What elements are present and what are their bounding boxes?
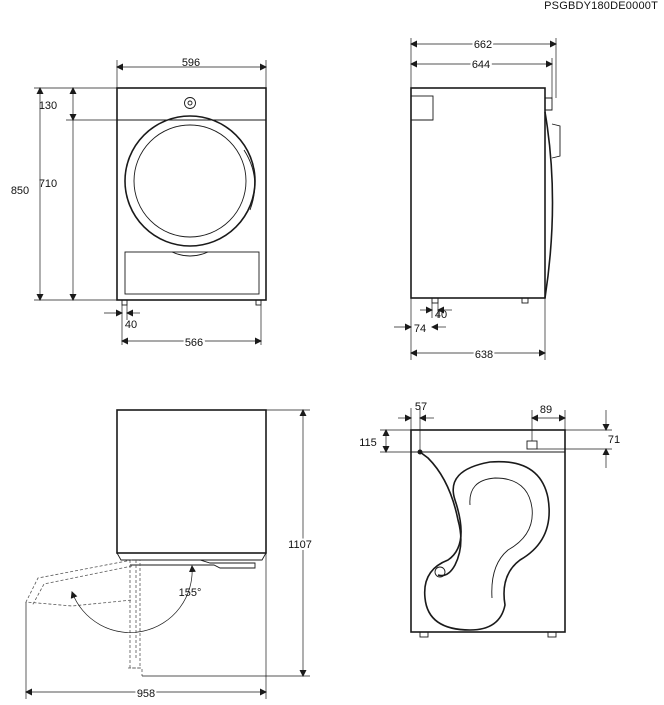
front-drawer	[124, 251, 260, 295]
front-view: 596 850 130 710 40 566	[11, 57, 267, 351]
dim-rear-foot: 74	[414, 323, 426, 335]
dim-body-height: 710	[39, 178, 57, 190]
dim-foot-span: 566	[185, 337, 203, 349]
water-outlet-icon	[526, 440, 538, 450]
dim-front-width: 596	[182, 57, 200, 69]
front-cabinet	[116, 87, 267, 301]
side-view: 662 644 40 74 638	[394, 37, 561, 363]
side-cabinet	[410, 87, 546, 299]
dim-hose-y: 115	[359, 437, 377, 449]
dim-front-height: 850	[11, 185, 29, 197]
rear-view: 57 115 89 71	[359, 401, 620, 638]
document-code: PSGBDY180DE0000T	[544, 0, 658, 12]
dim-outlet-x: 89	[540, 404, 552, 416]
dim-depth-base: 638	[475, 349, 493, 361]
dim-depth-total: 662	[474, 39, 492, 51]
door-glass	[133, 124, 247, 238]
door-ring	[124, 115, 256, 247]
dim-width-with-door: 958	[137, 688, 155, 700]
drain-hose	[419, 451, 462, 577]
dim-hose-x: 57	[415, 401, 427, 413]
dim-door-angle: 155°	[179, 587, 202, 599]
dim-top-panel: 130	[39, 100, 57, 112]
dim-height-with-door: 1107	[288, 539, 312, 551]
rear-duct	[423, 460, 550, 631]
power-button-icon	[184, 97, 196, 109]
door-open-view: 155° 1107 958	[25, 409, 314, 702]
rear-cabinet	[410, 429, 566, 633]
dim-front-foot: 40	[125, 319, 137, 331]
dim-outlet-y: 71	[608, 434, 620, 446]
top-cabinet	[116, 409, 267, 554]
dim-depth-body: 644	[472, 59, 490, 71]
dim-side-foot: 40	[435, 309, 447, 321]
